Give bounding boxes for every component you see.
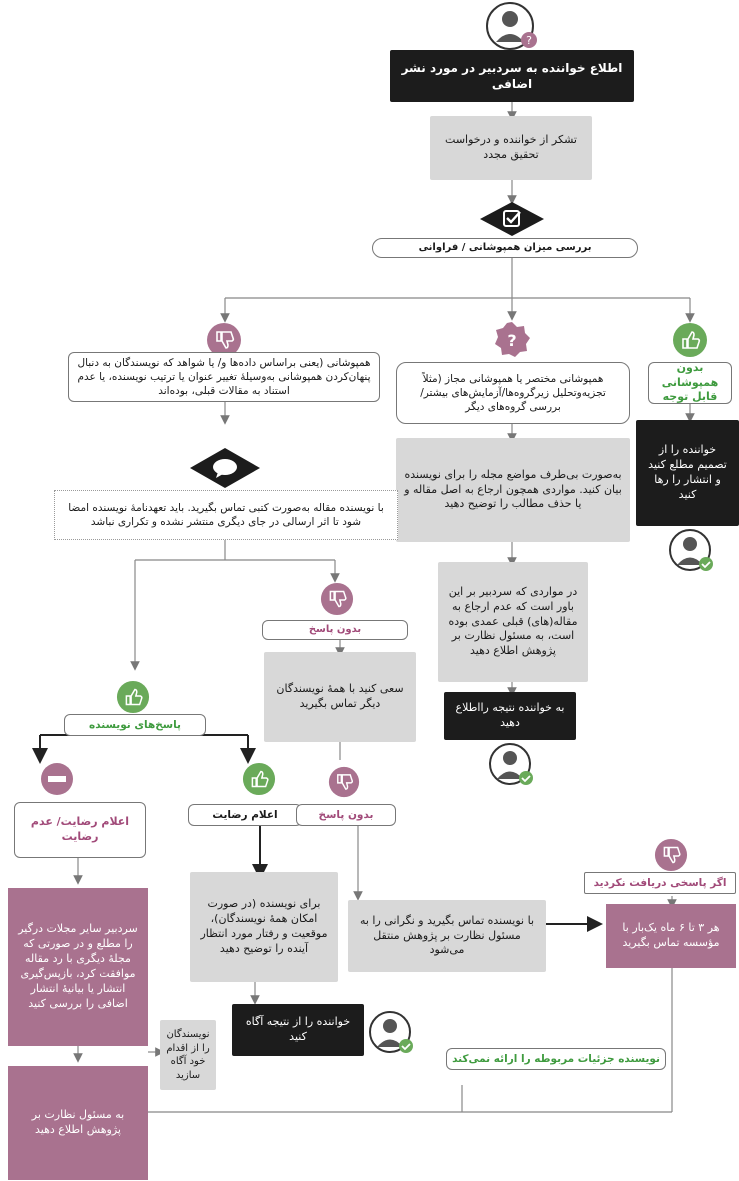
thumbs-down-icon <box>654 838 688 872</box>
thumbs-down-icon <box>320 582 354 616</box>
inform-reader-outcome-box: خواننده را از نتیجه آگاه کنید <box>232 1004 364 1056</box>
inform-research-officer-box: به مسئول نظارت بر پژوهش اطلاع دهید <box>8 1066 148 1180</box>
question-badge-icon: ? <box>492 320 532 360</box>
notify-editor-box: اطلاع خواننده به سردبیر در مورد نشر اضاف… <box>390 50 634 102</box>
speech-bubble-icon <box>190 448 260 488</box>
thumbs-down-icon <box>206 322 242 358</box>
reader-check-icon <box>368 1010 416 1056</box>
explain-future-box: برای نویسنده (در صورت امکان همهٔ نویسندگ… <box>190 872 338 982</box>
if-no-response-label: اگر پاسخی دریافت نکردید <box>584 872 736 894</box>
no-overlap-box: بدون همپوشانی قابل توجه <box>648 361 732 404</box>
contact-other-journals-box: سردبیر سایر مجلات درگیر را مطلع و در صور… <box>8 888 148 1046</box>
every-3-6-months-box: هر ۳ تا ۶ ماه یک‌بار با مؤسسه تماس بگیری… <box>606 904 736 968</box>
author-no-details-label: نویسنده جزئیات مربوطه را ارائه نمی‌کند <box>446 1048 666 1070</box>
check-overlap-box: بررسی میزان همپوشانی / فراوانی <box>372 238 638 258</box>
svg-text:?: ? <box>507 331 516 350</box>
contact-author-concern-box: با نویسنده تماس بگیرید و نگرانی را به مس… <box>348 900 546 972</box>
inform-reader-result-box: به خواننده نتیجه رااطلاع دهید <box>444 692 576 740</box>
minus-circle-icon <box>40 762 74 796</box>
major-overlap-box: همپوشانی (یعنی براساس داده‌ها و/ یا شواه… <box>68 352 380 402</box>
no-response-label-2: بدون پاسخ <box>296 804 396 826</box>
thumbs-up-icon <box>116 680 150 714</box>
contact-writing-box: با نویسنده مقاله به‌صورت کتبی تماس بگیری… <box>54 490 398 540</box>
intentional-box: در مواردی که سردبیر بر این باور است که ع… <box>438 562 588 682</box>
explain-neutral-box: به‌صورت بی‌طرف مواضع مجله را برای نویسند… <box>396 438 630 542</box>
inform-authors-action-box: نویسندگان را از اقدام خود آگاه سازید <box>160 1020 216 1090</box>
minor-overlap-box: همپوشانی مختصر یا همپوشانی مجاز (مثلاً ت… <box>396 362 630 424</box>
thumbs-up-icon <box>242 762 276 796</box>
reader-check-icon <box>488 742 536 788</box>
inform-reader-decision-box: خواننده را از تصمیم مطلع کنید و انتشار ر… <box>636 420 739 526</box>
no-response-label: بدون پاسخ <box>262 620 408 640</box>
contact-all-authors-box: سعی کنید با همهٔ نویسندگان دیگر تماس بگی… <box>264 652 416 742</box>
checkmark-diamond-icon <box>480 202 544 236</box>
reader-question-icon: ? <box>484 2 540 52</box>
thumbs-up-icon <box>672 322 708 358</box>
svg-text:?: ? <box>526 34 532 47</box>
reader-check-icon <box>668 528 716 574</box>
author-responses-label: پاسخ‌های نویسنده <box>64 714 206 736</box>
dissatisfaction-box: اعلام رضایت/ عدم رضایت <box>14 802 146 858</box>
thank-reader-box: تشکر از خواننده و درخواست تحقیق مجدد <box>430 116 592 180</box>
thumbs-down-icon <box>328 766 360 798</box>
satisfaction-box: اعلام رضایت <box>188 804 302 826</box>
